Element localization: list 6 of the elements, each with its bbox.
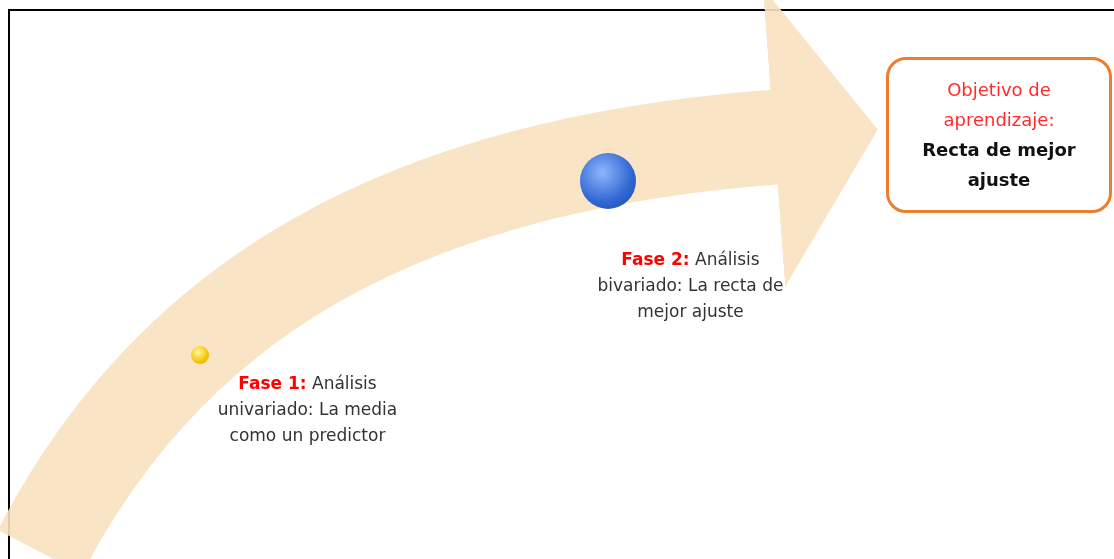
phase-description: Fase 2: Análisis bivariado: La recta de mejor ajuste	[596, 248, 785, 323]
goal-text: Recta de mejor ajuste	[921, 138, 1077, 192]
goal-heading: Objetivo de aprendizaje:	[942, 78, 1056, 132]
phase-description: Fase 1: Análisis univariado: La media como un predictor	[216, 372, 399, 447]
goal-box	[886, 57, 1112, 213]
curved-arrow	[0, 0, 878, 559]
